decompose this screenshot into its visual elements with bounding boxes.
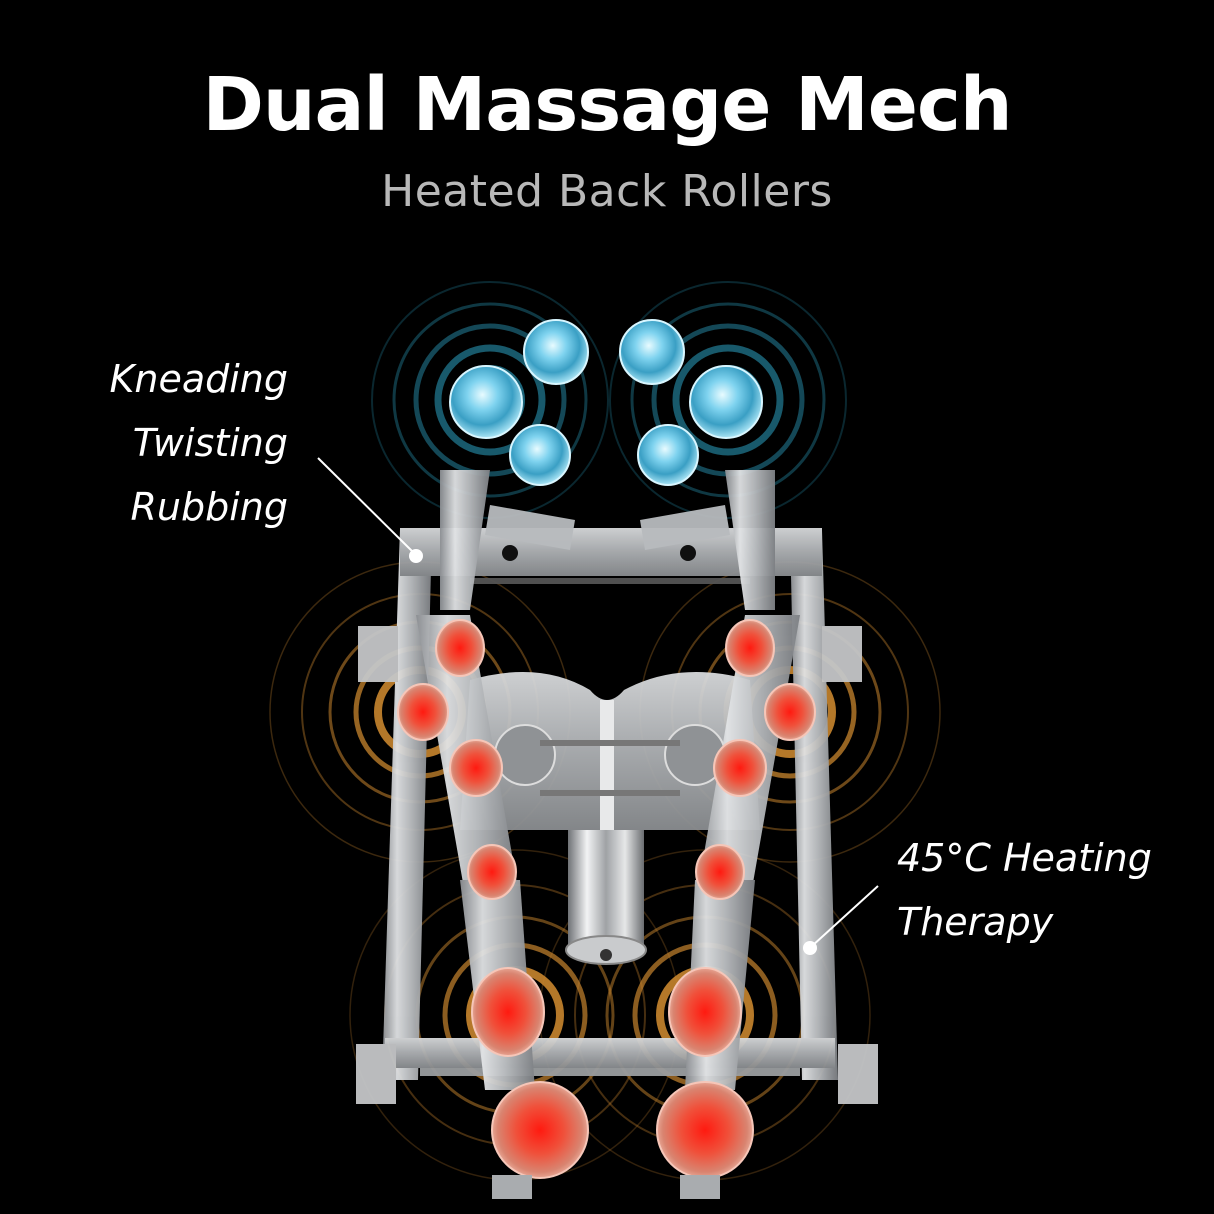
callout-line-kneading: Kneading (109, 357, 288, 401)
page-title: Dual Massage Mech (202, 62, 1012, 148)
cool-rollers-left (449, 319, 589, 486)
callout-line-left (317, 457, 423, 563)
clamp-right (680, 1175, 720, 1199)
page-subtitle: Heated Back Rollers (0, 166, 1214, 217)
callout-line-therapy: Therapy (897, 900, 1054, 944)
heated-rollers-right (656, 619, 816, 1179)
callout-line-twisting: Twisting (132, 421, 288, 465)
callout-heating-therapy: 45°C Heating Therapy (897, 826, 1197, 954)
cool-rollers-right (619, 319, 763, 486)
callout-line-heating: 45°C Heating (897, 836, 1152, 880)
callout-line-right (803, 885, 879, 955)
callout-line-rubbing: Rubbing (130, 485, 289, 529)
subtitle-text: Heated Back Rollers (381, 166, 833, 217)
clamp-left (492, 1175, 532, 1199)
callout-kneading-twisting-rubbing: Kneading Twisting Rubbing (40, 347, 288, 539)
heated-rollers-left (397, 619, 589, 1179)
